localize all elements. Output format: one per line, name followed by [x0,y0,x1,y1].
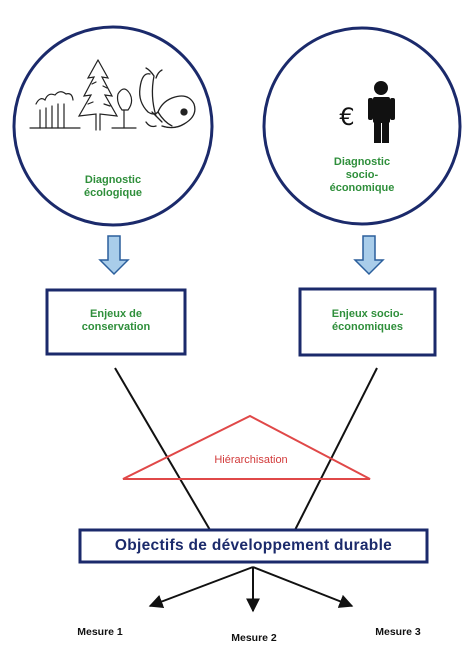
diag-eco-label: Diagnostic écologique [83,174,143,199]
forest-icon [29,59,137,131]
enjeux-conservation-box [45,288,187,356]
mesure-1-label: Mesure 1 [77,626,123,638]
mesure-2-label: Mesure 2 [231,632,277,644]
mesure-3-label: Mesure 3 [375,626,421,638]
euro-icon: € [339,103,355,131]
hierarchisation-label: Hiérarchisation [214,454,288,466]
block-arrow-left [98,235,130,276]
diag-eco-circle [12,25,214,227]
arrow-mesure-3 [252,566,354,608]
enjeux-socio-label: Enjeux socio- économiques [331,308,404,333]
butterfly-icon [139,67,196,129]
enjeux-socio-box [298,287,437,357]
connector-right [294,367,378,531]
objectifs-box [78,528,429,564]
connector-left [114,367,211,531]
block-arrow-right [353,235,385,276]
arrow-mesure-1 [148,566,254,609]
diag-socio-label: Diagnostic socio- économique [329,156,395,194]
diag-socio-circle [262,26,462,226]
objectifs-label: Objectifs de développement durable [114,537,393,554]
hierarchisation-triangle [122,414,371,480]
person-icon [368,81,395,143]
enjeux-conservation-label: Enjeux de conservation [81,308,151,333]
